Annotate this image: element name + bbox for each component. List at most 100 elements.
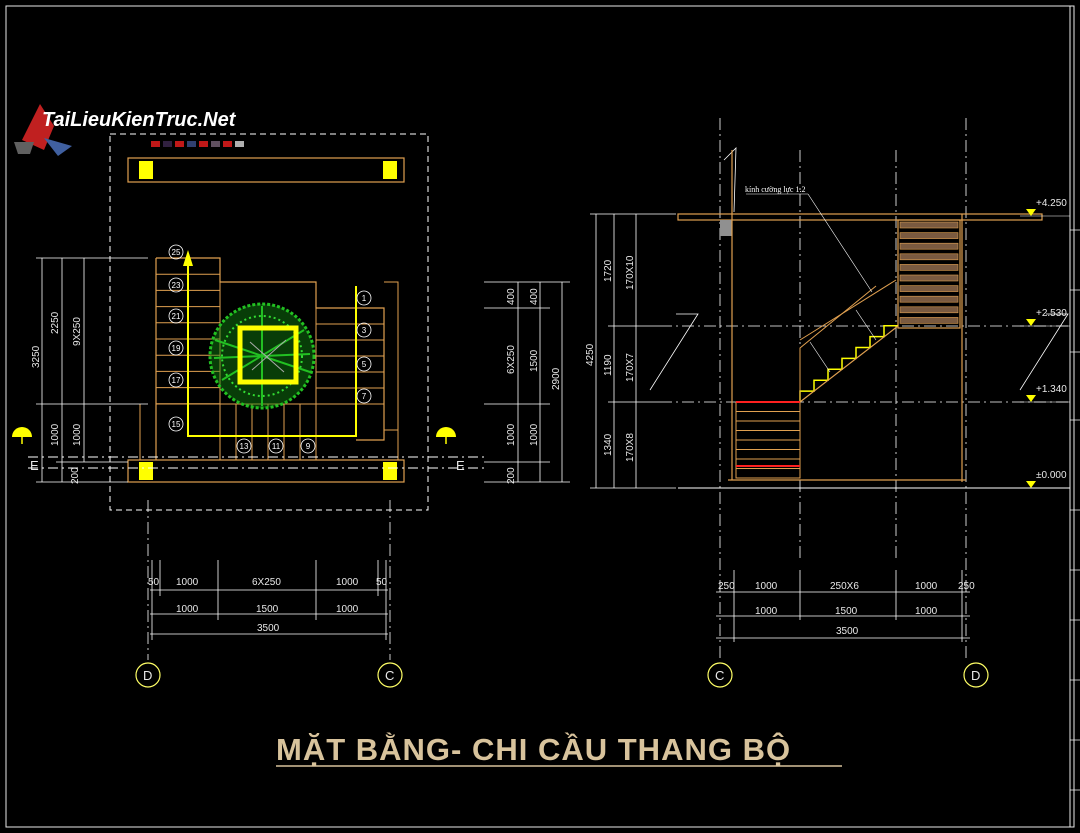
- axis-label: D: [971, 668, 980, 683]
- step-number: 5: [362, 360, 367, 369]
- step-number-bubble: [268, 438, 284, 454]
- dim-label: 1500: [835, 606, 858, 617]
- plan-right-dimensions: 2900 400 1500 1000 200 400 6X250 1000: [484, 281, 570, 484]
- step-number-bubble: [300, 438, 316, 454]
- dim-label: 3500: [257, 623, 280, 634]
- tread-block: [899, 232, 959, 239]
- section-lower-flight: [736, 411, 800, 469]
- dim-label: 2900: [551, 367, 562, 390]
- tread-block: [899, 264, 959, 271]
- dim-label: 1000: [176, 604, 199, 615]
- step-number-bubble: [168, 340, 184, 356]
- step-number-bubble: [236, 438, 252, 454]
- step-number-bubble: [168, 244, 184, 260]
- step-number: 21: [172, 312, 181, 321]
- dim-label: 170X10: [625, 255, 636, 290]
- dim-label: 200: [70, 467, 81, 484]
- step-number: 15: [172, 420, 181, 429]
- level-label: +1.340: [1036, 384, 1067, 395]
- layer-swatches: [151, 141, 244, 147]
- tread-block: [899, 295, 959, 303]
- step-number: 1: [362, 294, 367, 303]
- dim-label: 3500: [836, 626, 859, 637]
- step-number-bubble: [168, 372, 184, 388]
- axis-bubble-icon: [963, 662, 989, 688]
- tread-block: [899, 221, 959, 229]
- section-left-dimensions: 4250 1720 1190 1340 170X10 170X7 170X8: [585, 213, 676, 489]
- step-number-bubble: [168, 277, 184, 293]
- step-number-bubble: [168, 416, 184, 432]
- axis-label: D: [143, 668, 152, 683]
- dim-label: 250: [718, 581, 735, 592]
- dim-label: 1000: [755, 606, 778, 617]
- logo-mark-icon: [14, 104, 72, 156]
- dim-label: 1000: [529, 423, 540, 446]
- step-number: 25: [172, 248, 181, 257]
- column-top-left: [139, 161, 153, 179]
- level-mark-icon: [1020, 481, 1070, 489]
- slab-support: [720, 220, 732, 236]
- dim-label: 50: [148, 577, 160, 588]
- column-top-right: [383, 161, 397, 179]
- tread-block: [899, 253, 959, 261]
- dim-label: 1000: [915, 606, 938, 617]
- plan-top-beam: [127, 157, 405, 183]
- level-label: ±0.000: [1036, 470, 1067, 481]
- level-mark-icon: [1020, 209, 1070, 217]
- axis-bubble-icon: [707, 662, 733, 688]
- level-label: +2.530: [1036, 308, 1067, 319]
- dim-label: 400: [506, 288, 517, 305]
- step-number: 3: [362, 326, 367, 335]
- dim-label: 1000: [72, 423, 83, 446]
- plan-dashed-boundary: [109, 133, 429, 511]
- step-number: 9: [306, 442, 311, 451]
- stair-section: kính cường lực 1.2 +4.250 +2.530 +1.340 …: [585, 118, 1070, 688]
- step-number-bubble: [356, 356, 372, 372]
- step-number: 23: [172, 281, 181, 290]
- column-bottom-right: [383, 462, 397, 480]
- section-middle-flight: [799, 324, 898, 402]
- dim-label: 50: [376, 577, 388, 588]
- step-number: 13: [240, 442, 249, 451]
- step-number: 17: [172, 376, 181, 385]
- logo: TaiLieuKienTruc.Net: [14, 104, 244, 156]
- level-mark-icon: [1020, 319, 1070, 327]
- axis-bubble-icon: [377, 662, 403, 688]
- direction-arrow-icon: [183, 250, 193, 266]
- section-bottom-dimensions: 250 1000 250X6 1000 250 1000 1500 1000 3…: [716, 570, 975, 642]
- dim-label: 4250: [585, 343, 596, 366]
- level-label: +4.250: [1036, 198, 1067, 209]
- step-number: 19: [172, 344, 181, 353]
- dim-label: 1500: [256, 604, 279, 615]
- axis-bubble-icon: [135, 662, 161, 688]
- dim-label: 1340: [603, 433, 614, 456]
- drawing-title: MẶT BẰNG- CHI CẦU THANG BỘ: [276, 731, 791, 767]
- column-bottom-left: [139, 462, 153, 480]
- dim-label: 400: [529, 288, 540, 305]
- logo-text: TaiLieuKienTruc.Net: [42, 109, 237, 131]
- dim-label: 1000: [336, 604, 359, 615]
- step-number-bubble: [356, 290, 372, 306]
- tread-block: [899, 285, 959, 292]
- title-block-edge: [1070, 229, 1080, 791]
- dim-label: 200: [506, 467, 517, 484]
- axis-label: C: [715, 668, 724, 683]
- step-number-bubble: [168, 308, 184, 324]
- section-mark-right-icon: [436, 427, 456, 444]
- dim-label: 1000: [176, 577, 199, 588]
- dim-label: 1190: [603, 354, 614, 376]
- dim-label: 1720: [603, 259, 614, 282]
- plan-left-dimensions: 3250 2250 1000 200 9X250 1000: [31, 257, 148, 484]
- dim-label: 170X8: [625, 433, 636, 462]
- section-upper-flight: [899, 221, 959, 324]
- tread-block: [899, 317, 959, 324]
- dim-label: 170X7: [625, 353, 636, 382]
- section-mark-left-icon: [12, 427, 32, 444]
- dim-label: 2250: [50, 311, 61, 334]
- plan-right-flight: [315, 282, 384, 405]
- dim-label: 3250: [31, 345, 42, 368]
- dim-label: 250: [958, 581, 975, 592]
